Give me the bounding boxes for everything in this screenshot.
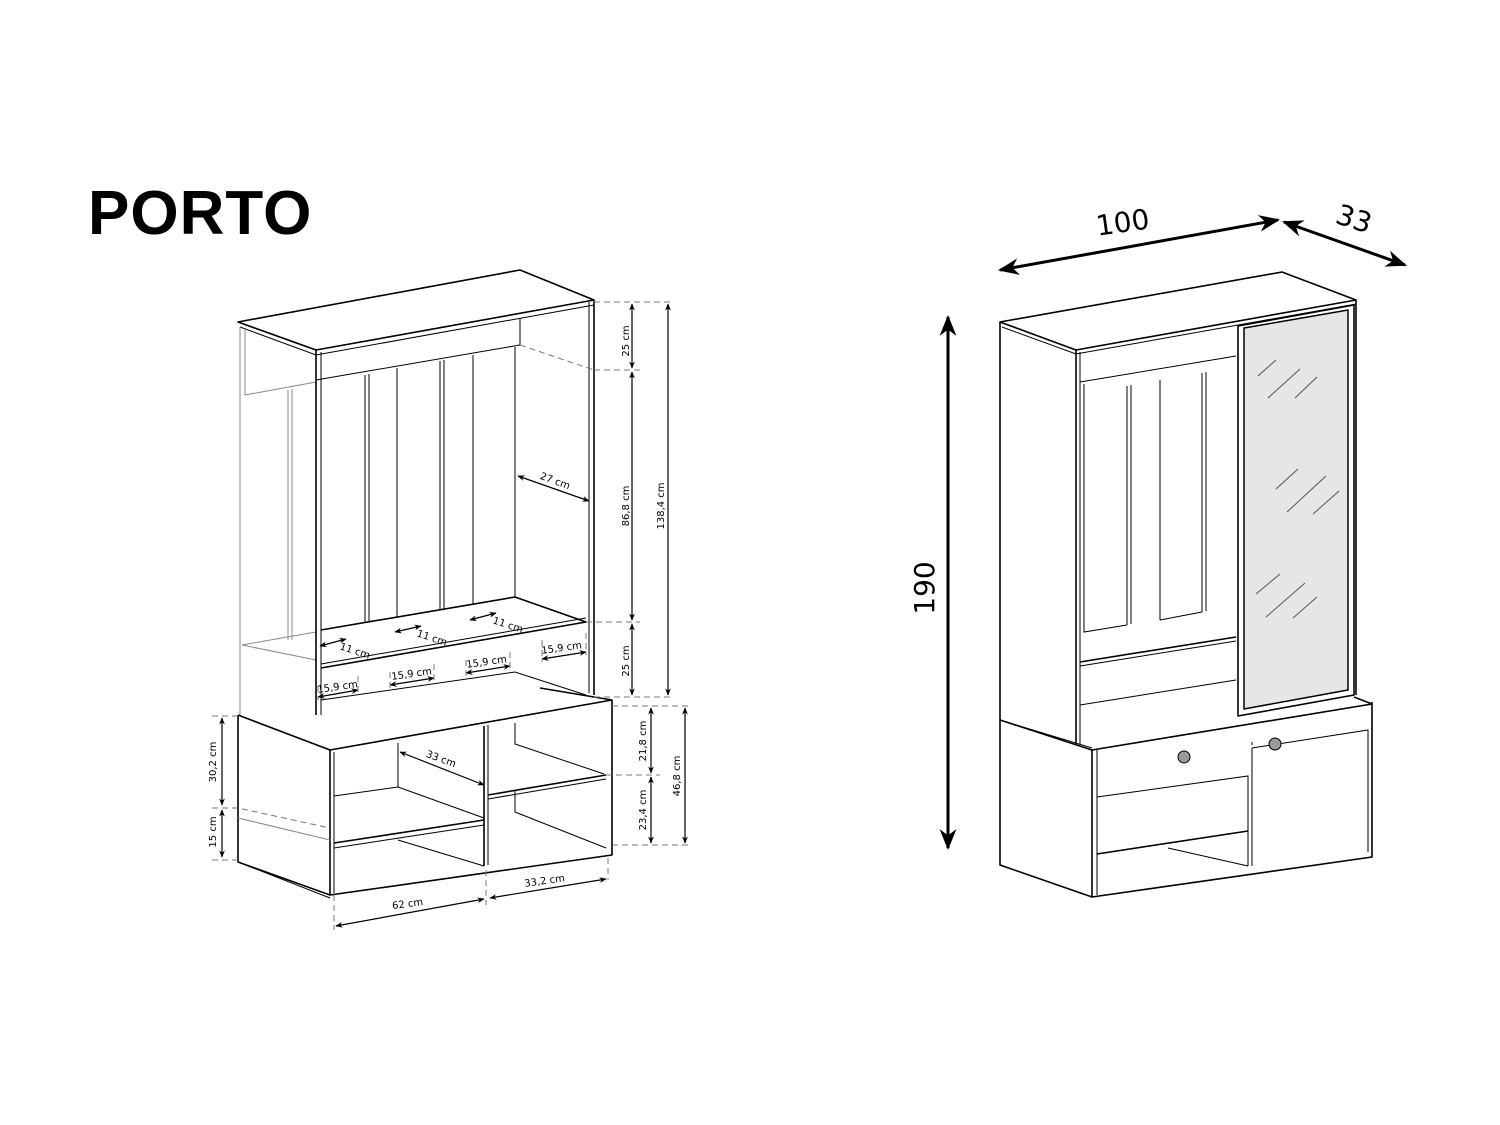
dim-hook-spacing-1: 11 cm <box>338 642 371 662</box>
dim-base-total-height: 46,8 cm <box>672 756 683 797</box>
dim-overall-depth: 33 <box>1332 198 1376 240</box>
dim-overall-width: 100 <box>1094 203 1152 243</box>
left-dimension-lines <box>212 301 690 930</box>
dim-compartment-width-3: 15,9 cm <box>466 654 508 671</box>
dim-seat-section-height: 25 cm <box>621 645 632 676</box>
dim-hook-spacing-3: 11 cm <box>491 616 524 636</box>
dim-base-upper-height: 30,2 cm <box>208 742 219 783</box>
dim-overall-height: 190 <box>908 561 941 614</box>
dim-compartment-width-4: 15,9 cm <box>541 640 583 657</box>
dim-base-shelf-upper: 21,8 cm <box>638 721 649 762</box>
dim-base-left-width: 62 cm <box>391 897 423 912</box>
dim-base-depth: 33 cm <box>424 749 457 770</box>
dim-base-shelf-lower: 23,4 cm <box>638 790 649 831</box>
dim-base-lower-height: 15 cm <box>208 816 219 847</box>
dim-hanger-section-height: 86,8 cm <box>621 486 632 527</box>
drawer-knob-icon <box>1177 750 1191 764</box>
right-furniture-drawing <box>999 271 1373 898</box>
left-furniture-drawing <box>237 269 613 899</box>
product-title: PORTO <box>88 179 313 248</box>
dim-hook-spacing-2: 11 cm <box>415 629 448 649</box>
dim-compartment-width-2: 15,9 cm <box>391 666 433 683</box>
right-dimension-lines <box>939 215 1407 851</box>
dim-upper-total-height: 138,4 cm <box>656 482 667 529</box>
dim-top-panel-height: 25 cm <box>621 325 632 356</box>
door-knob-icon <box>1268 737 1282 751</box>
dim-base-right-width: 33,2 cm <box>524 873 566 890</box>
